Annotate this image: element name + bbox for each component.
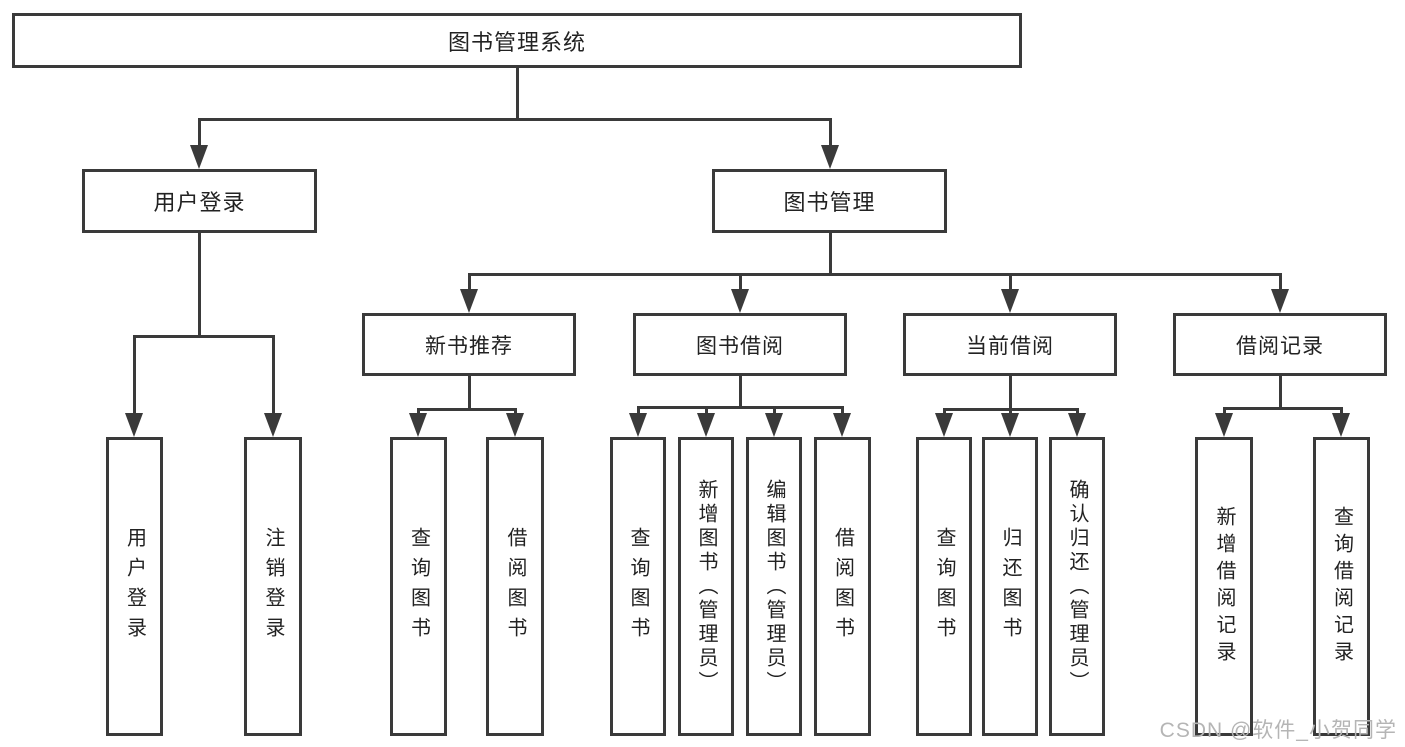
connector-vline: [516, 68, 519, 120]
leaf-user-login: 用户登录: [106, 437, 163, 736]
leaf-label: 新增图书（管理员）: [695, 478, 717, 695]
node-current-borrow: 当前借阅: [903, 313, 1117, 376]
node-label: 图书管理系统: [447, 29, 586, 55]
node-label: 图书借阅: [696, 334, 784, 358]
arrowhead-down-icon: [629, 413, 647, 437]
node-label: 图书管理: [783, 190, 876, 215]
connector-vline: [841, 406, 844, 414]
leaf-label: 新增借阅记录: [1213, 505, 1235, 668]
arrowhead-down-icon: [1215, 413, 1233, 437]
connector-vline: [829, 118, 832, 145]
leaf-cb-return-books: 归还图书: [982, 437, 1038, 736]
arrowhead-down-icon: [1001, 413, 1019, 437]
connector-vline: [829, 233, 832, 275]
arrowhead-down-icon: [1001, 289, 1019, 313]
leaf-label: 确认归还（管理员）: [1066, 478, 1088, 695]
connector-vline: [1009, 376, 1012, 410]
arrowhead-down-icon: [1332, 413, 1350, 437]
arrowhead-down-icon: [765, 413, 783, 437]
leaf-bb-borrow-books: 借阅图书: [814, 437, 871, 736]
connector-vline: [1279, 376, 1282, 409]
connector-vline: [198, 233, 201, 337]
connector-vline: [637, 406, 640, 414]
node-book-mgmt: 图书管理: [712, 169, 947, 233]
connector-vline: [133, 335, 136, 414]
leaf-label: 注销登录: [262, 526, 284, 647]
arrowhead-down-icon: [935, 413, 953, 437]
connector-vline: [1076, 408, 1079, 414]
leaf-label: 借阅图书: [504, 526, 526, 647]
node-label: 新书推荐: [425, 334, 513, 358]
node-label: 借阅记录: [1236, 334, 1324, 358]
leaf-label: 查询图书: [407, 526, 430, 647]
node-borrow-records: 借阅记录: [1173, 313, 1387, 376]
leaf-logout: 注销登录: [244, 437, 302, 736]
leaf-cb-confirm-return-admin: 确认归还（管理员）: [1049, 437, 1105, 736]
connector-vline: [705, 406, 708, 414]
connector-vline: [943, 408, 946, 414]
leaf-bb-add-books-admin: 新增图书（管理员）: [678, 437, 734, 736]
connector-vline: [1223, 407, 1226, 414]
connector-vline: [468, 273, 471, 290]
arrowhead-down-icon: [460, 289, 478, 313]
leaf-label: 用户登录: [123, 526, 146, 647]
leaf-nb-query-books: 查询图书: [390, 437, 447, 736]
leaf-nb-borrow-books: 借阅图书: [486, 437, 544, 736]
node-label: 用户登录: [153, 190, 246, 215]
leaf-label: 查询图书: [627, 526, 649, 647]
arrowhead-down-icon: [264, 413, 282, 437]
connector-vline: [198, 118, 201, 145]
leaf-bb-query-books: 查询图书: [610, 437, 666, 736]
arrowhead-down-icon: [1068, 413, 1086, 437]
leaf-label: 查询图书: [933, 526, 955, 647]
connector-vline: [1009, 408, 1012, 414]
node-book-borrow: 图书借阅: [633, 313, 847, 376]
arrowhead-down-icon: [697, 413, 715, 437]
arrowhead-down-icon: [833, 413, 851, 437]
connector-hline: [417, 408, 516, 411]
connector-hline: [943, 408, 1078, 411]
leaf-label: 归还图书: [999, 526, 1021, 647]
arrowhead-down-icon: [506, 413, 524, 437]
connector-vline: [773, 406, 776, 414]
connector-vline: [739, 273, 742, 290]
leaf-cb-query-books: 查询图书: [916, 437, 972, 736]
leaf-br-add-record: 新增借阅记录: [1195, 437, 1253, 736]
leaf-label: 编辑图书（管理员）: [763, 478, 785, 695]
connector-hline: [468, 273, 1281, 276]
connector-vline: [1279, 273, 1282, 290]
node-new-book-recommend: 新书推荐: [362, 313, 576, 376]
arrowhead-down-icon: [1271, 289, 1289, 313]
connector-hline: [198, 118, 832, 121]
leaf-br-query-record: 查询借阅记录: [1313, 437, 1370, 736]
connector-vline: [272, 335, 275, 414]
connector-vline: [1009, 273, 1012, 290]
arrowhead-down-icon: [190, 145, 208, 169]
leaf-label: 借阅图书: [831, 526, 854, 647]
connector-vline: [739, 376, 742, 408]
arrowhead-down-icon: [409, 413, 427, 437]
arrowhead-down-icon: [125, 413, 143, 437]
connector-hline: [1223, 407, 1343, 410]
connector-vline: [468, 376, 471, 410]
arrowhead-down-icon: [821, 145, 839, 169]
connector-hline: [637, 406, 844, 409]
connector-vline: [514, 408, 517, 414]
node-root: 图书管理系统: [12, 13, 1022, 68]
leaf-bb-edit-books-admin: 编辑图书（管理员）: [746, 437, 802, 736]
connector-hline: [133, 335, 274, 338]
connector-vline: [417, 408, 420, 414]
node-user-login: 用户登录: [82, 169, 317, 233]
csdn-watermark: CSDN @软件_小贺同学: [1159, 719, 1397, 742]
node-label: 当前借阅: [966, 334, 1054, 358]
leaf-label: 查询借阅记录: [1330, 505, 1353, 668]
arrowhead-down-icon: [731, 289, 749, 313]
connector-vline: [1340, 407, 1343, 414]
